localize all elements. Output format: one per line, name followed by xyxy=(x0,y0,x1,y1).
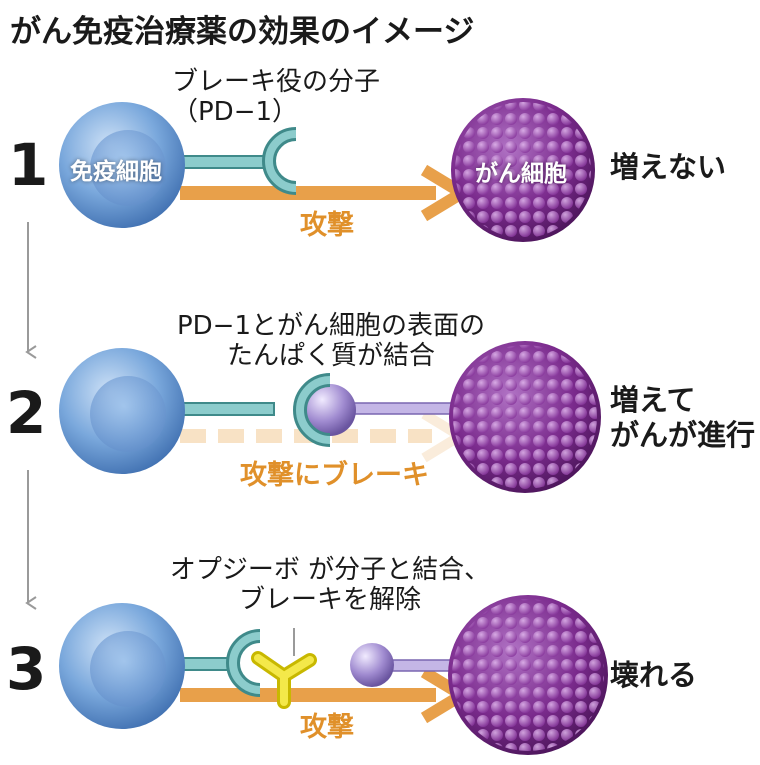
step-3-attack-label: 攻撃 xyxy=(300,712,354,743)
cancer-cell-1 xyxy=(451,98,595,242)
step-2-number: 2 xyxy=(6,379,47,447)
immune-cell-2 xyxy=(59,348,185,474)
cancer-cell-label: がん細胞 xyxy=(475,161,567,187)
step-2-attack-label: 攻撃にブレーキ xyxy=(240,460,429,491)
step-1-note: ブレーキ役の分子 （PD−1） xyxy=(172,67,381,127)
step-3-outcome: 壊れる xyxy=(610,658,698,692)
cancer-cell-2 xyxy=(449,341,601,493)
cancer-cell-3 xyxy=(448,595,608,755)
step-2-outcome: 増えて がんが進行 xyxy=(610,383,756,452)
page-title: がん免疫治療薬の効果のイメージ xyxy=(10,14,475,50)
immune-cell-label: 免疫細胞 xyxy=(70,159,162,185)
pd1-receptor-2 xyxy=(177,373,331,447)
step-3-number: 3 xyxy=(6,635,47,703)
step-2-note: PD−1とがん細胞の表面の たんぱく質が結合 xyxy=(176,311,486,371)
step-1-number: 1 xyxy=(8,131,49,199)
pd1-receptor-3 xyxy=(177,629,261,697)
step-1-attack-label: 攻撃 xyxy=(300,210,354,241)
step-1-graphic xyxy=(59,98,595,242)
opdivo-antibody-3 xyxy=(251,628,317,709)
step-2-graphic xyxy=(59,341,601,493)
step-1-outcome: 増えない xyxy=(610,150,727,184)
immune-cell-1 xyxy=(59,102,185,228)
pd1-receptor-1 xyxy=(177,127,297,195)
step-3-note: オプジーボ が分子と結合、 ブレーキを解除 xyxy=(169,555,491,615)
immune-cell-3 xyxy=(59,603,185,729)
protein-ligand-2 xyxy=(304,384,473,436)
step-3-graphic xyxy=(59,595,608,755)
